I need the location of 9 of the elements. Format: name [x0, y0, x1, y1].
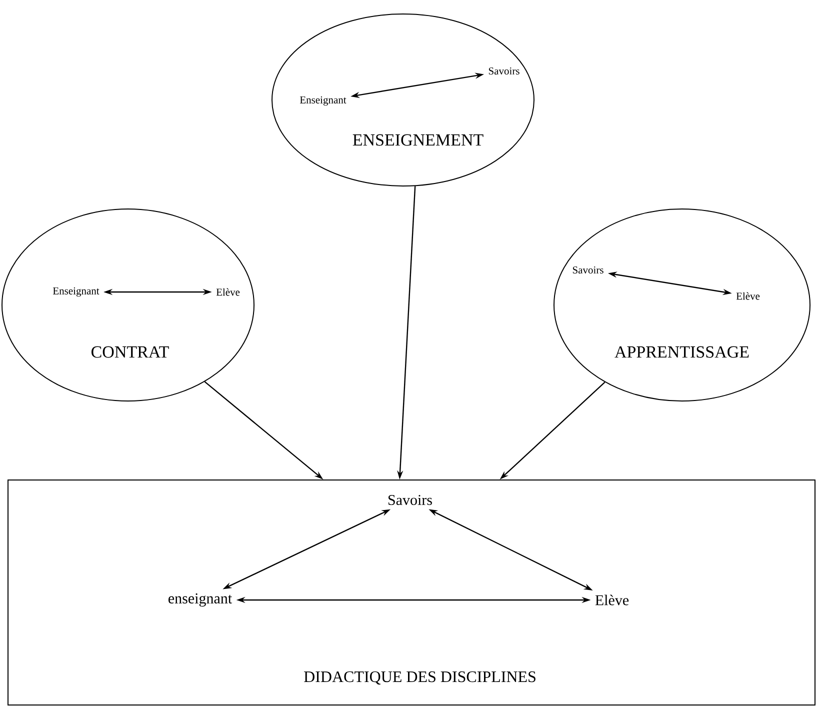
node-label: Savoirs: [488, 67, 520, 75]
node-label: Savoirs: [388, 494, 432, 506]
node-label: Enseignant: [52, 287, 100, 297]
node-label: enseignant: [168, 593, 232, 607]
node-label: Savoirs: [572, 266, 604, 274]
node-label: Enseignant: [300, 96, 346, 106]
node-label: Elève: [736, 292, 760, 300]
node-label: Elève: [595, 594, 629, 606]
node-label: Elève: [216, 288, 240, 296]
